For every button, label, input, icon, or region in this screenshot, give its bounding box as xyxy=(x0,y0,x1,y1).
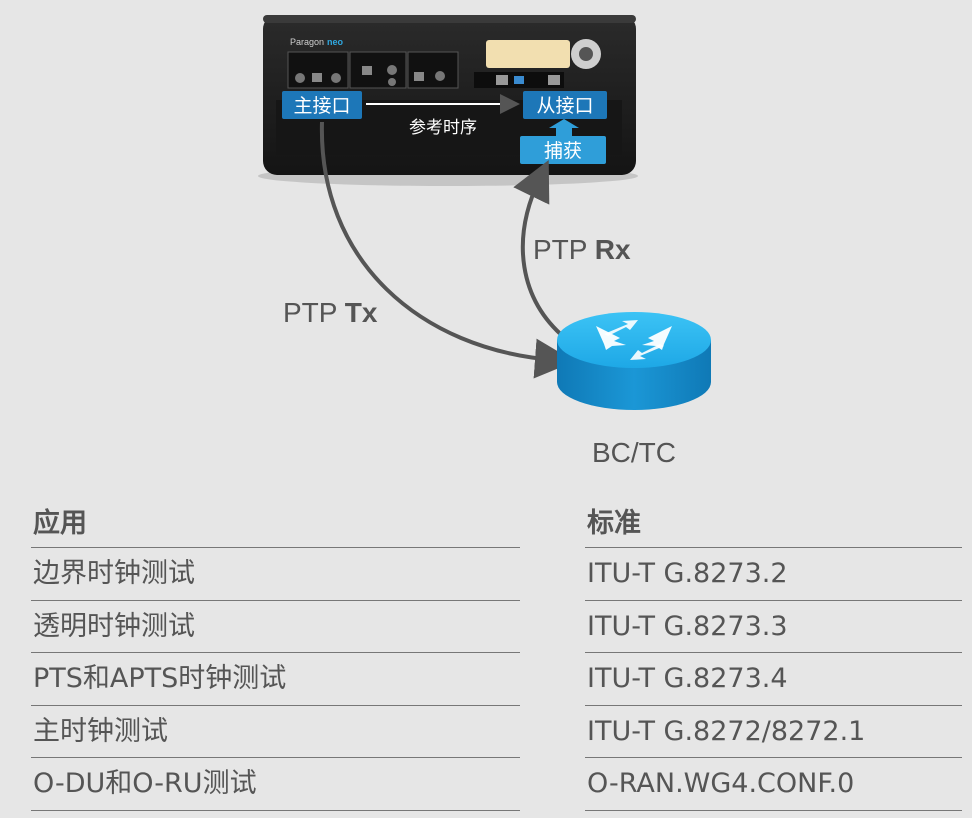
ptp-tx-label: PTP Tx xyxy=(283,297,378,328)
svg-text:从接口: 从接口 xyxy=(536,95,593,117)
table-row-application: 透明时钟测试 xyxy=(31,601,520,653)
table-row-application: PTS和APTS时钟测试 xyxy=(31,653,520,706)
ptp-rx-label: PTP Rx xyxy=(533,234,631,265)
table-row-application: 边界时钟测试 xyxy=(31,548,520,601)
table-row-standard: ITU-T G.8273.3 xyxy=(585,601,962,653)
table-row-standard: O-RAN.WG4.CONF.0 xyxy=(585,758,962,811)
ptp-rx-arrow xyxy=(513,159,567,340)
capture-up-arrow-icon xyxy=(549,119,579,138)
ptp-tx-arrow xyxy=(319,121,575,379)
table-row-standard: ITU-T G.8273.2 xyxy=(585,548,962,601)
standard-column: 标准 ITU-T G.8273.2 ITU-T G.8273.3 ITU-T G… xyxy=(585,500,962,811)
svg-text:主接口: 主接口 xyxy=(293,95,350,117)
standard-header: 标准 xyxy=(585,500,962,548)
table-row-application: O-DU和O-RU测试 xyxy=(31,758,520,811)
table-row-standard: ITU-T G.8272/8272.1 xyxy=(585,706,962,758)
reference-timing-label: 参考时序 xyxy=(409,118,477,138)
ptp-test-diagram: Paragon neo 主接口 从接口 参考时序 xyxy=(258,15,711,468)
device-brand: Paragon xyxy=(290,37,324,47)
application-column: 应用 边界时钟测试 透明时钟测试 PTS和APTS时钟测试 主时钟测试 O-DU… xyxy=(31,500,520,811)
table-row-standard: ITU-T G.8273.4 xyxy=(585,653,962,706)
slave-port-label: 从接口 xyxy=(523,91,607,119)
master-port-label: 主接口 xyxy=(282,91,362,119)
router-icon xyxy=(557,312,711,410)
router-label: BC/TC xyxy=(592,437,676,468)
capture-label: 捕获 xyxy=(520,136,606,164)
table-row-application: 主时钟测试 xyxy=(31,706,520,758)
application-header: 应用 xyxy=(31,500,520,548)
device-brand-suffix: neo xyxy=(327,37,344,47)
svg-text:捕获: 捕获 xyxy=(544,140,582,162)
